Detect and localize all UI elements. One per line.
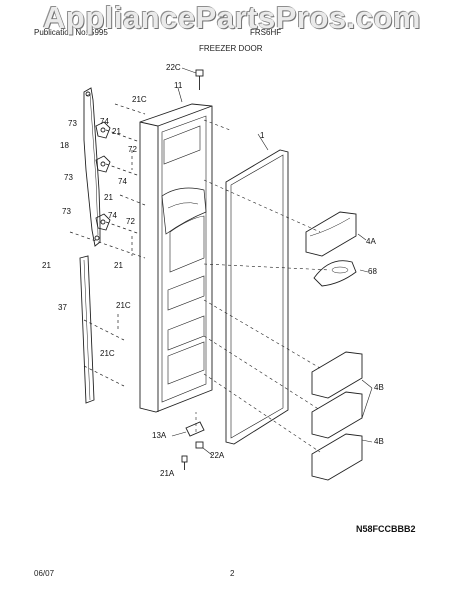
callout-21c-top: 21C xyxy=(132,95,147,104)
callout-leaders xyxy=(195,233,373,443)
projection-lines xyxy=(203,119,331,453)
callout-4b-lower: 4B xyxy=(374,437,384,446)
screw-lines xyxy=(69,103,146,259)
hinge-bar-18-part xyxy=(83,87,101,247)
trim-37-part xyxy=(79,255,95,404)
callout-74-low: 74 xyxy=(108,211,117,220)
screw-22a-part xyxy=(195,441,213,456)
callout-11: 11 xyxy=(174,81,183,90)
bin-part-68 xyxy=(313,260,357,287)
callout-73-low: 73 xyxy=(62,207,71,216)
callout-22a: 22A xyxy=(210,451,225,460)
bracket-73-top-part xyxy=(95,121,111,139)
section-title: FREEZER DOOR xyxy=(199,44,263,53)
callout-4b-upper: 4B xyxy=(374,383,384,392)
callout-68: 68 xyxy=(368,267,377,276)
callout-21-mid: 21 xyxy=(104,193,113,202)
bracket-73-low-part xyxy=(95,213,111,231)
callout-21-left: 21 xyxy=(42,261,51,270)
footer-page-number: 2 xyxy=(230,569,235,578)
screw-21c-lines xyxy=(83,314,125,387)
pin-21a-part xyxy=(181,455,188,470)
callout-21-right: 21 xyxy=(114,261,123,270)
callout-21-upper: 21 xyxy=(112,127,121,136)
callout-4a: 4A xyxy=(366,237,376,246)
freezer-door-11-part xyxy=(139,87,213,413)
screw-22c-part xyxy=(181,67,204,90)
callout-21c-mid: 21C xyxy=(116,301,131,310)
watermark-logo: AppliancePartsPros.com xyxy=(43,0,421,35)
callout-21a: 21A xyxy=(160,469,175,478)
door-bin-4b-middle-part xyxy=(311,391,363,439)
model-number: FRS6HF xyxy=(250,28,282,37)
diagram-id: N58FCCBBB2 xyxy=(356,524,416,534)
door-gasket-1-part xyxy=(225,133,289,445)
door-bin-4a-part xyxy=(305,211,357,257)
callout-18: 18 xyxy=(60,141,69,150)
door-bin-4b-lower-part xyxy=(311,433,363,481)
publication-number: Publication No: 5995 xyxy=(34,28,108,37)
footer-date: 06/07 xyxy=(34,569,55,578)
callout-37: 37 xyxy=(58,303,67,312)
lower-hinge-13a-part xyxy=(171,421,205,437)
callout-74-mid: 74 xyxy=(118,177,127,186)
callout-1: 1 xyxy=(260,131,265,140)
callout-73-top: 73 xyxy=(68,119,77,128)
callout-72-top: 72 xyxy=(128,145,137,154)
bracket-73-mid-part xyxy=(95,155,111,173)
callout-13a: 13A xyxy=(152,431,167,440)
callout-73-mid: 73 xyxy=(64,173,73,182)
callout-22c: 22C xyxy=(166,63,181,72)
callout-72-low: 72 xyxy=(126,217,135,226)
callout-74-top: 74 xyxy=(100,117,109,126)
door-bin-4b-upper-part xyxy=(311,351,363,399)
callout-21c-low: 21C xyxy=(100,349,115,358)
